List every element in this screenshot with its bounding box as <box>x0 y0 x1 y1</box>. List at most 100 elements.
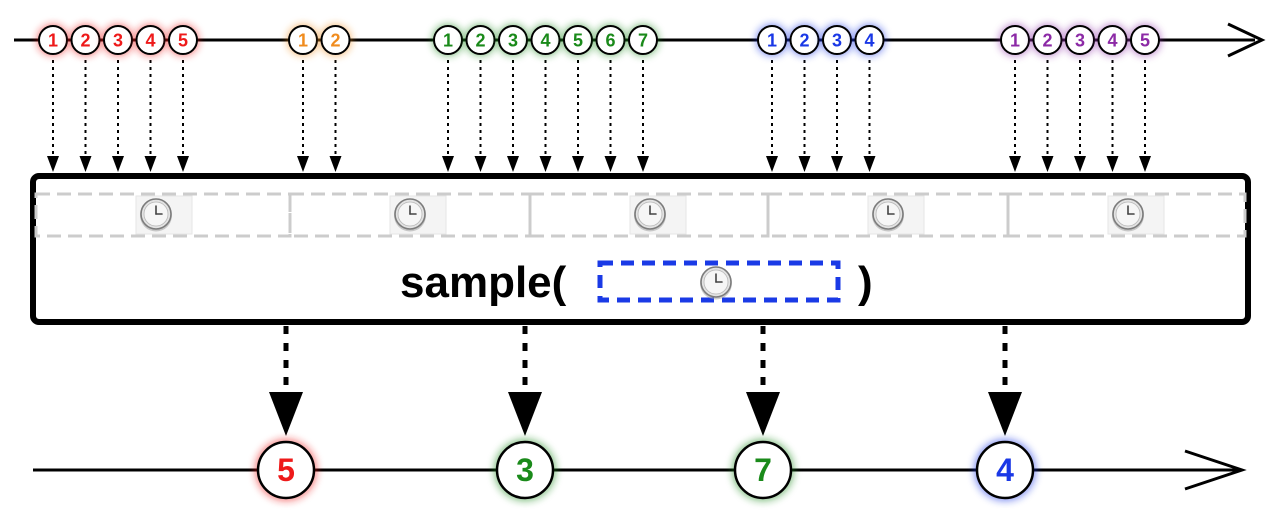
input-arrowhead <box>1139 156 1151 172</box>
input-marble: 1 <box>999 24 1031 56</box>
input-arrowhead <box>539 156 552 172</box>
input-arrowhead <box>572 156 584 172</box>
sampling-windows <box>34 192 1247 238</box>
clock-icon <box>140 198 172 232</box>
input-marble-circle <box>757 25 787 55</box>
input-arrowhead <box>47 156 59 172</box>
input-marble: 5 <box>562 24 594 56</box>
input-arrowhead <box>863 156 876 172</box>
input-marble: 3 <box>1064 24 1096 56</box>
input-marble: 3 <box>821 24 853 56</box>
input-marble-label: 6 <box>605 31 615 51</box>
input-marble-circle <box>288 25 318 55</box>
input-arrowhead <box>766 156 778 172</box>
input-arrowhead <box>1074 156 1086 172</box>
output-marble-label: 3 <box>516 452 534 488</box>
input-marble-circle <box>168 25 198 55</box>
input-marble-circle <box>563 25 593 55</box>
input-marble-circle <box>135 25 166 55</box>
input-marble: 2 <box>1031 24 1064 56</box>
output-marble: 3 <box>494 439 556 501</box>
output-marble-circle <box>975 440 1035 500</box>
input-marble-label: 3 <box>832 31 842 51</box>
input-arrowhead <box>144 156 157 172</box>
input-marble: 7 <box>627 24 659 56</box>
output-marble-label: 7 <box>754 452 772 488</box>
input-marble-circle <box>1130 25 1160 55</box>
output-arrowhead <box>269 392 303 436</box>
input-marble-circle <box>70 25 101 55</box>
input-marble-circle <box>1032 25 1063 55</box>
input-marble: 2 <box>464 24 497 56</box>
input-marble-label: 2 <box>475 31 485 51</box>
input-arrowhead <box>1106 156 1119 172</box>
output-marble: 5 <box>255 439 317 501</box>
input-marble-label: 7 <box>638 31 648 51</box>
input-marble-label: 1 <box>1010 31 1020 51</box>
input-marble: 5 <box>1129 24 1161 56</box>
input-marble-label: 1 <box>767 31 777 51</box>
operator-box-frame <box>30 173 1251 325</box>
input-marble: 2 <box>788 24 821 56</box>
sampling-window <box>1006 192 1247 238</box>
clock-icon <box>1112 198 1144 232</box>
input-marble-label: 2 <box>799 31 809 51</box>
clock-icon <box>634 198 666 232</box>
input-marble-circle <box>822 25 852 55</box>
input-marble-label: 3 <box>113 31 123 51</box>
input-marble-circle <box>628 25 658 55</box>
output-timeline <box>33 449 1247 491</box>
operator-label: sample( <box>400 258 567 307</box>
input-marble-label: 1 <box>48 31 58 51</box>
input-arrowhead <box>1041 156 1054 172</box>
input-marble-label: 2 <box>330 31 340 51</box>
clock-icon <box>872 198 904 232</box>
input-marble: 1 <box>287 24 319 56</box>
input-marble-label: 2 <box>1042 31 1052 51</box>
input-marble-label: 3 <box>1075 31 1085 51</box>
input-marble-circle <box>1065 25 1095 55</box>
input-marble-circle <box>320 25 351 55</box>
input-timeline-arrowhead <box>1227 22 1266 58</box>
input-marble: 2 <box>69 24 102 56</box>
input-arrowhead <box>297 156 309 172</box>
input-arrowhead <box>831 156 843 172</box>
input-marble-label: 4 <box>1107 31 1117 51</box>
input-marble-circle <box>433 25 463 55</box>
input-arrowhead <box>637 156 649 172</box>
output-timeline-arrowhead <box>1184 449 1247 491</box>
input-marble-circle <box>498 25 528 55</box>
input-arrowhead <box>474 156 487 172</box>
output-marbles: 5 3 7 4 <box>255 439 1036 501</box>
timer-box <box>597 260 841 303</box>
input-marble: 4 <box>134 24 167 56</box>
output-arrows <box>269 326 1022 436</box>
input-arrowhead <box>112 156 124 172</box>
input-arrowhead <box>798 156 811 172</box>
input-marble: 6 <box>594 24 627 56</box>
input-marble-circle <box>1000 25 1030 55</box>
output-marble-circle <box>733 440 793 500</box>
input-marble: 1 <box>37 24 69 56</box>
input-arrowhead <box>442 156 454 172</box>
operator-close-paren: ) <box>858 258 873 307</box>
output-marble-label: 4 <box>996 452 1014 488</box>
input-marble: 1 <box>432 24 464 56</box>
input-marble-label: 5 <box>178 31 188 51</box>
input-marble: 3 <box>102 24 134 56</box>
input-marble-label: 3 <box>508 31 518 51</box>
output-arrowhead <box>508 392 542 436</box>
input-arrows <box>47 60 1151 172</box>
input-marble: 4 <box>853 24 886 56</box>
input-marble-label: 2 <box>80 31 90 51</box>
sampling-window <box>528 192 770 238</box>
input-marble: 2 <box>319 24 352 56</box>
input-arrowhead <box>604 156 617 172</box>
input-marble-circle <box>530 25 561 55</box>
input-marble: 3 <box>497 24 529 56</box>
sampling-window <box>34 192 292 238</box>
input-arrowhead <box>507 156 519 172</box>
output-marble-label: 5 <box>277 452 295 488</box>
